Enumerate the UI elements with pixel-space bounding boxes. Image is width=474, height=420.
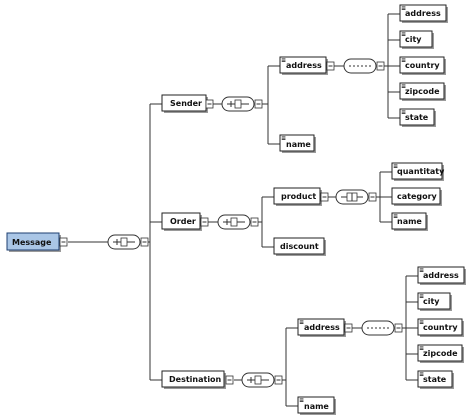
element-product-quantitaty[interactable]: ≡ quantitaty	[391, 162, 445, 181]
attr-marker-icon: ≡	[419, 371, 424, 378]
attr-marker-icon: ≡	[393, 163, 398, 170]
element-sender[interactable]: Sender	[161, 94, 214, 113]
element-product-name[interactable]: ≡ name	[391, 212, 428, 231]
element-order[interactable]: Order	[161, 212, 209, 231]
sender-address-label: address	[286, 61, 322, 70]
connector-lines	[68, 13, 418, 407]
attr-marker-icon: ≡	[299, 397, 304, 404]
root-element-message[interactable]: Message	[6, 232, 68, 252]
root-label: Message	[12, 238, 52, 247]
field-label: address	[423, 271, 459, 280]
field-label: category	[397, 192, 438, 201]
field-label: zipcode	[423, 349, 458, 358]
element-sender-address[interactable]: ≡ address	[279, 56, 335, 75]
discount-label: discount	[280, 242, 319, 251]
order-label: Order	[170, 217, 196, 226]
element-sender-address-country[interactable]: ≡ country	[399, 56, 446, 75]
attr-marker-icon: ≡	[401, 109, 406, 116]
element-destination-address-state[interactable]: ≡ state	[417, 370, 454, 389]
element-destination-address-country[interactable]: ≡ country	[417, 318, 464, 337]
attr-marker-icon: ≡	[281, 57, 286, 64]
attr-marker-icon: ≡	[401, 83, 406, 90]
element-order-product[interactable]: product	[273, 187, 329, 206]
field-label: state	[405, 113, 429, 122]
attr-marker-icon: ≡	[401, 5, 406, 12]
sequence-compositor-destination	[241, 372, 283, 388]
field-label: quantitaty	[397, 167, 445, 176]
sequence-compositor-root	[107, 234, 149, 250]
attr-marker-icon: ≡	[419, 267, 424, 274]
element-destination-address-zipcode[interactable]: ≡ zipcode	[417, 344, 464, 363]
attr-marker-icon: ≡	[419, 293, 424, 300]
field-label: country	[405, 61, 440, 70]
field-label: city	[405, 35, 422, 44]
destination-name-label: name	[304, 402, 329, 411]
element-destination-address-address[interactable]: ≡ address	[417, 266, 466, 285]
all-compositor-sender-address	[343, 58, 385, 74]
element-destination[interactable]: Destination	[161, 370, 234, 389]
field-label: zipcode	[405, 87, 440, 96]
field-label: address	[405, 9, 441, 18]
element-sender-address-city[interactable]: ≡ city	[399, 30, 434, 49]
element-destination-address[interactable]: ≡ address	[297, 318, 353, 337]
element-sender-address-state[interactable]: ≡ state	[399, 108, 436, 127]
attr-marker-icon: ≡	[393, 213, 398, 220]
element-destination-name[interactable]: ≡ name	[297, 396, 336, 415]
sender-name-label: name	[286, 140, 311, 149]
attr-marker-icon: ≡	[281, 135, 286, 142]
attr-marker-icon: ≡	[419, 319, 424, 326]
element-sender-address-zipcode[interactable]: ≡ zipcode	[399, 82, 446, 101]
sequence-compositor-product	[335, 189, 377, 205]
attr-marker-icon: ≡	[419, 345, 424, 352]
product-label: product	[281, 192, 316, 201]
element-sender-name[interactable]: ≡ name	[279, 134, 316, 153]
field-label: state	[423, 375, 447, 384]
destination-label: Destination	[169, 375, 222, 384]
element-destination-address-city[interactable]: ≡ city	[417, 292, 452, 311]
sequence-compositor-order	[217, 214, 259, 230]
element-order-discount[interactable]: discount	[273, 237, 326, 256]
attr-marker-icon: ≡	[401, 31, 406, 38]
destination-address-label: address	[304, 323, 340, 332]
element-sender-address-address[interactable]: ≡ address	[399, 4, 448, 23]
field-label: city	[423, 297, 440, 306]
element-product-category[interactable]: category	[391, 187, 442, 206]
all-compositor-destination-address	[361, 320, 403, 336]
attr-marker-icon: ≡	[299, 319, 304, 326]
sequence-compositor-sender	[221, 96, 263, 112]
sender-label: Sender	[170, 99, 202, 108]
attr-marker-icon: ≡	[401, 57, 406, 64]
field-label: country	[423, 323, 458, 332]
field-label: name	[397, 217, 422, 226]
